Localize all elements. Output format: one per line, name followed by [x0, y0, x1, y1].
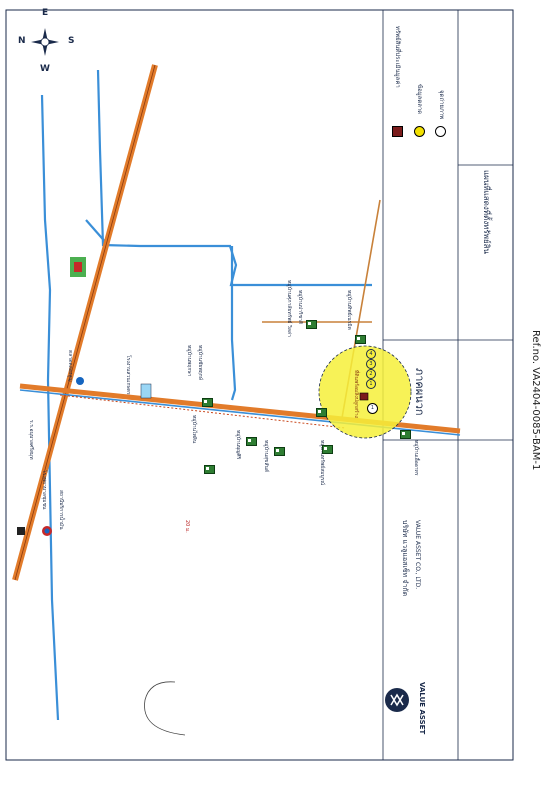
label-school: ร.ร.อนุบาลศรีสมุท [28, 420, 34, 460]
label-village9: หมู่บ้านทิพย์เนรมิต [346, 290, 352, 330]
market-area-circle[interactable] [318, 345, 412, 439]
village-house-icon [274, 447, 285, 456]
label-market: ตลาดคลองสูญ [67, 350, 73, 382]
label-village4: หมู่บ้านปาริชาติ [297, 290, 303, 325]
market-point-4[interactable]: 4 [366, 349, 376, 359]
photo-point-1[interactable]: 1 [367, 403, 378, 414]
compass-s: S [68, 36, 75, 46]
compass-e: E [42, 8, 49, 18]
label-village6: หมู่บ้านบุญศิริ [235, 430, 241, 460]
label-distance: 20 ม. [184, 520, 190, 533]
label-village3: หมู่บ้านศุภาลัยทรัพย์ วิลล่า [286, 280, 292, 337]
ref-number: Ref.no. VA2404-0085-BAM-1 [530, 330, 541, 471]
compass-n: N [18, 36, 26, 46]
village-house-icon [316, 408, 327, 417]
label-village1: หมู่บ้านพฤกษา [186, 345, 192, 377]
waterways [40, 69, 372, 721]
compass-w: W [40, 64, 50, 74]
square-marker-icon [392, 126, 403, 137]
compass-rose-icon [31, 28, 59, 56]
label-village8: หมู่บ้านทรัพย์สมบูรณ์ [319, 440, 325, 486]
company-logo-icon [385, 688, 409, 712]
legend-label-market: ข้อมูลตลาด [416, 84, 423, 115]
label-factory: โรงงานสวนเกษตร [125, 355, 131, 395]
village-house-icon [246, 437, 257, 446]
legend-label-subject: ทรัพย์สินที่ประเมินมูลค่า [394, 26, 401, 88]
camera-point-icon [435, 126, 446, 137]
label-village2: หมู่บ้านชัยพฤกษ์ [197, 345, 203, 380]
market-point-3[interactable]: 3 [366, 359, 376, 369]
label-gas-station: สถานีบริการน้ำมัน [58, 490, 64, 530]
label-village7: หมู่บ้านสุขสันต์ [263, 440, 269, 473]
main-highway [12, 64, 158, 581]
village-house-icon [202, 398, 213, 407]
village-house-icon [204, 465, 215, 474]
label-village5: หมู่บ้านไพลิน [191, 415, 197, 444]
village-house-icon [322, 445, 333, 454]
logo-text: VALUE ASSET [418, 682, 426, 735]
label-village10: หมู่บ้านเอื้ออาทร [413, 440, 419, 476]
label-hospital: โรงพยาบาลชุมชน [41, 470, 47, 510]
market-point-2[interactable]: 2 [366, 369, 376, 379]
map-title: แผนที่แสดงที่ตั้งทรัพย์สิน [482, 170, 491, 254]
market-point-1[interactable]: 1 [366, 379, 376, 389]
legend: ทรัพย์สินที่ประเมินมูลค่า ข้อมูลตลาด จุด… [388, 16, 453, 161]
company-en: VALUE ASSET CO., LTD. [414, 520, 421, 590]
legend-label-photo: จุดถ่ายภาพ [438, 90, 445, 120]
label-site: ที่ดินพร้อมสิ่งปลูกสร้าง [353, 370, 359, 418]
village-house-icon [400, 430, 411, 439]
region-label: ภาคผนวก [413, 368, 426, 416]
village-house-icon [355, 335, 366, 344]
village-house-icon [306, 320, 317, 329]
company-thai: บริษัท แวลูแอสเซ็ท จำกัด [401, 520, 409, 597]
yellow-dot-icon [414, 126, 425, 137]
subject-property-marker[interactable] [359, 392, 369, 401]
